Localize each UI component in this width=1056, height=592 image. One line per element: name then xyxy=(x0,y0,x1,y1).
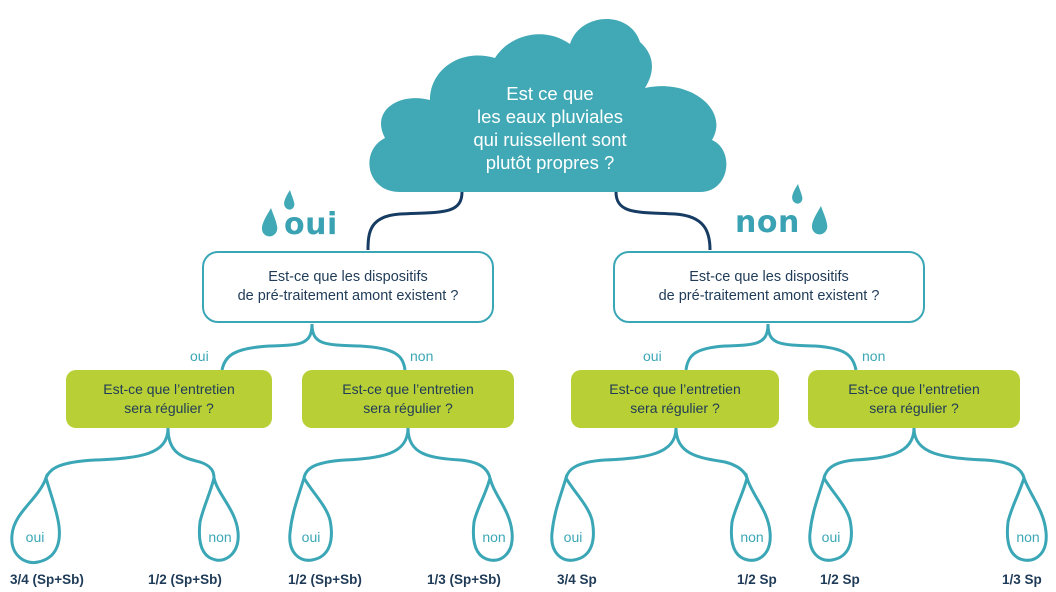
sub-label-oui: oui xyxy=(643,348,662,364)
connectors-level2 xyxy=(220,323,858,371)
drop-loop xyxy=(1005,473,1048,562)
maintenance-question-box: Est-ce que l’entretien sera régulier ? xyxy=(302,370,514,428)
root-question-line: les eaux pluviales xyxy=(476,106,624,127)
sub-label-oui: oui xyxy=(190,348,209,364)
maintenance-question-line: Est-ce que l’entretien xyxy=(848,381,980,397)
root-question-line: plutôt propres ? xyxy=(485,152,615,173)
root-question: Est ce que les eaux pluviales qui ruisse… xyxy=(440,82,660,174)
drop-label: oui xyxy=(821,529,841,545)
branch-label-non: non xyxy=(735,205,800,240)
maintenance-question-line: Est-ce que l’entretien xyxy=(609,381,741,397)
raindrop-icon xyxy=(261,208,278,237)
maintenance-question-box: Est-ce que l’entretien sera régulier ? xyxy=(571,370,779,428)
raindrop-icon xyxy=(811,206,828,235)
pretreatment-question-line: de pré-traitement amont existent ? xyxy=(658,288,880,304)
result-label: 1/3 (Sp+Sb) xyxy=(427,572,501,587)
result-label: 3/4 Sp xyxy=(557,572,597,587)
drop-loops xyxy=(10,472,1048,565)
drop-loop xyxy=(288,474,333,562)
drop-label: oui xyxy=(301,529,321,545)
drop-loop xyxy=(197,477,240,562)
drop-loop xyxy=(808,474,853,562)
drop-label: oui xyxy=(25,529,45,545)
result-label: 1/2 Sp xyxy=(737,572,777,587)
result-label: 1/2 (Sp+Sb) xyxy=(148,572,222,587)
connector-root-right xyxy=(614,191,712,251)
drop-label: non xyxy=(1016,529,1040,545)
drop-label: non xyxy=(740,529,764,545)
result-label: 1/3 Sp xyxy=(1002,572,1042,587)
raindrop-icon xyxy=(284,190,295,210)
sub-label-non: non xyxy=(410,348,434,364)
maintenance-question-line: sera régulier ? xyxy=(630,400,720,416)
drop-loop xyxy=(550,474,595,562)
maintenance-question-line: Est-ce que l’entretien xyxy=(342,381,474,397)
pretreatment-question-box-right: Est-ce que les dispositifs de pré-traite… xyxy=(613,251,925,323)
sub-label-non: non xyxy=(862,348,886,364)
drop-label: oui xyxy=(563,529,583,545)
result-label: 1/2 Sp xyxy=(820,572,860,587)
connectors-level3 xyxy=(44,427,1026,479)
pretreatment-question-line: Est-ce que les dispositifs xyxy=(689,269,849,285)
maintenance-question-line: sera régulier ? xyxy=(869,400,959,416)
maintenance-question-line: sera régulier ? xyxy=(124,400,214,416)
maintenance-question-line: Est-ce que l’entretien xyxy=(103,381,235,397)
maintenance-question-line: sera régulier ? xyxy=(363,400,453,416)
drop-label: non xyxy=(208,529,232,545)
connector-root-left xyxy=(366,191,464,251)
pretreatment-question-box-left: Est-ce que les dispositifs de pré-traite… xyxy=(202,251,494,323)
root-question-line: Est ce que xyxy=(506,83,594,104)
pretreatment-question-line: de pré-traitement amont existent ? xyxy=(237,288,459,304)
drop-label: non xyxy=(482,529,506,545)
maintenance-question-box: Est-ce que l’entretien sera régulier ? xyxy=(808,370,1020,428)
drop-loop xyxy=(10,473,61,565)
result-label: 1/2 (Sp+Sb) xyxy=(288,572,362,587)
root-question-line: qui ruissellent sont xyxy=(473,129,627,150)
drop-loop xyxy=(729,472,772,562)
pretreatment-question-line: Est-ce que les dispositifs xyxy=(268,269,428,285)
cloud-shape xyxy=(369,18,727,192)
drop-loop xyxy=(471,477,514,562)
maintenance-question-box: Est-ce que l’entretien sera régulier ? xyxy=(66,370,272,428)
branch-label-oui: oui xyxy=(284,207,338,242)
result-label: 3/4 (Sp+Sb) xyxy=(10,572,84,587)
raindrop-icon xyxy=(792,184,803,204)
